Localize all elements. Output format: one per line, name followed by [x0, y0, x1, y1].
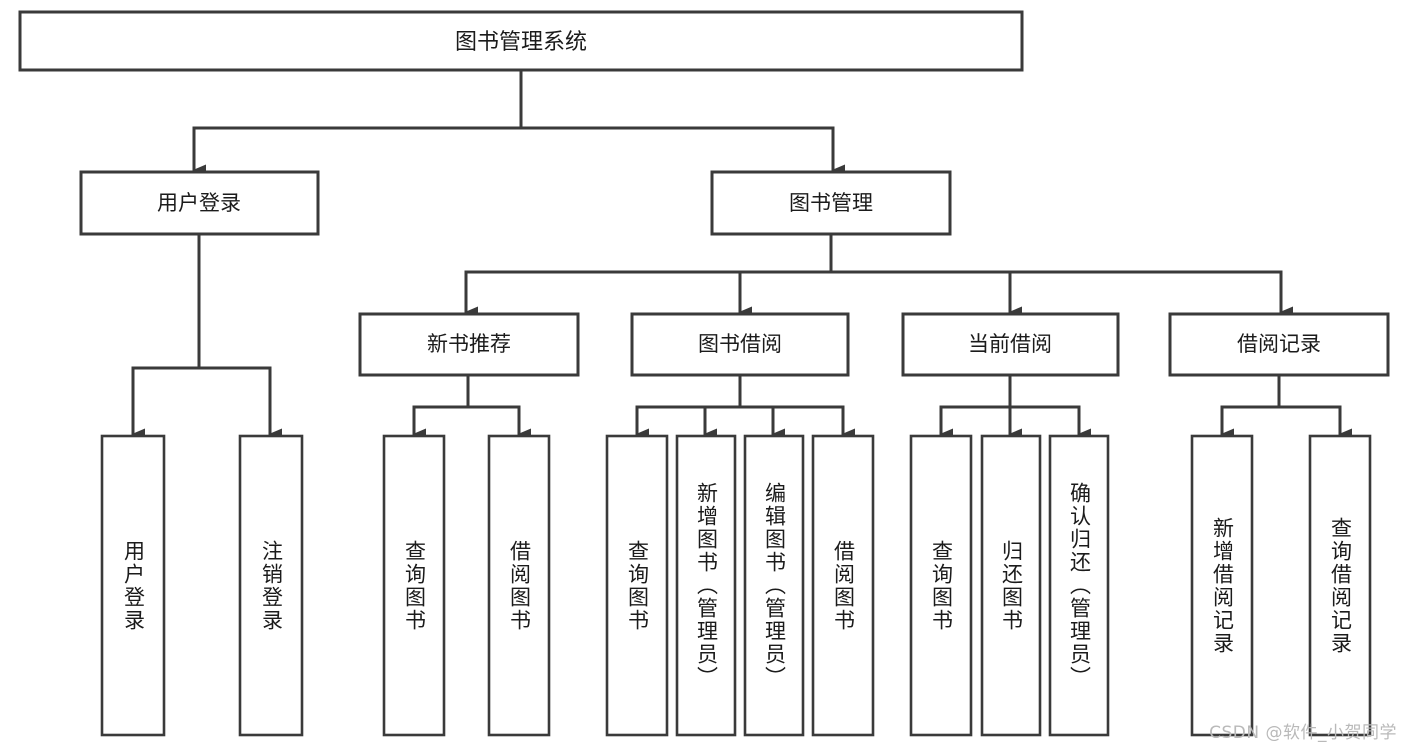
node-current-borrow-box[interactable] — [901, 312, 1120, 377]
node-root-box[interactable] — [18, 10, 1024, 72]
leaf-box-new-book-2[interactable] — [487, 434, 551, 737]
node-user-login-label: 用户登录 — [157, 191, 241, 215]
leaf-box-current-borrow-3[interactable] — [1048, 434, 1110, 737]
leaf-box-borrow-record-1[interactable] — [1190, 434, 1254, 737]
node-user-login[interactable]: 用户登录 — [79, 170, 320, 236]
leaf-box-book-borrow-2[interactable] — [675, 434, 737, 737]
node-root[interactable]: 图书管理系统 — [18, 10, 1024, 72]
connector-borrowrecord-to-leaves — [1220, 373, 1352, 440]
node-book-management[interactable]: 图书管理 — [710, 170, 952, 236]
connector-root-to-level2 — [192, 68, 845, 176]
leaf-box-book-borrow-3[interactable] — [743, 434, 805, 737]
csdn-watermark: CSDN @软件_小贺同学 — [1209, 723, 1397, 743]
leaf-box-user-login-1[interactable] — [100, 434, 166, 737]
leaf-boxes-book-borrow — [605, 434, 875, 737]
connector-currentborrow-to-leaves — [939, 373, 1091, 440]
leaf-box-book-borrow-1[interactable] — [605, 434, 669, 737]
node-root-label: 图书管理系统 — [455, 30, 587, 55]
leaf-box-current-borrow-2[interactable] — [980, 434, 1042, 737]
connector-books-to-level3 — [464, 232, 1293, 318]
node-user-login-box[interactable] — [79, 170, 320, 236]
node-new-book-recommend-label: 新书推荐 — [427, 332, 511, 356]
leaf-boxes-borrow-record — [1190, 434, 1372, 737]
connector-bookborrow-to-leaves — [635, 373, 855, 440]
node-current-borrow[interactable]: 当前借阅 — [901, 312, 1120, 377]
node-new-book-recommend[interactable]: 新书推荐 — [358, 312, 580, 377]
leaf-box-new-book-1[interactable] — [382, 434, 446, 737]
leaf-boxes-user-login — [100, 434, 304, 737]
node-book-borrow-box[interactable] — [630, 312, 850, 377]
node-current-borrow-label: 当前借阅 — [968, 332, 1052, 356]
node-book-management-box[interactable] — [710, 170, 952, 236]
node-borrow-record-box[interactable] — [1168, 312, 1390, 377]
leaf-box-borrow-record-2[interactable] — [1308, 434, 1372, 737]
node-book-borrow-label: 图书借阅 — [698, 332, 782, 356]
leaf-box-user-login-2[interactable] — [238, 434, 304, 737]
leaf-boxes-new-book-recommend — [382, 434, 551, 737]
node-borrow-record[interactable]: 借阅记录 — [1168, 312, 1390, 377]
node-new-book-recommend-box[interactable] — [358, 312, 580, 377]
connector-newbook-to-leaves — [412, 373, 531, 440]
node-book-borrow[interactable]: 图书借阅 — [630, 312, 850, 377]
connector-userlogin-to-leaves — [131, 232, 282, 440]
leaf-box-current-borrow-1[interactable] — [909, 434, 973, 737]
node-borrow-record-label: 借阅记录 — [1237, 332, 1321, 356]
leaf-boxes-current-borrow — [909, 434, 1110, 737]
node-book-management-label: 图书管理 — [789, 191, 873, 215]
leaf-box-book-borrow-4[interactable] — [811, 434, 875, 737]
